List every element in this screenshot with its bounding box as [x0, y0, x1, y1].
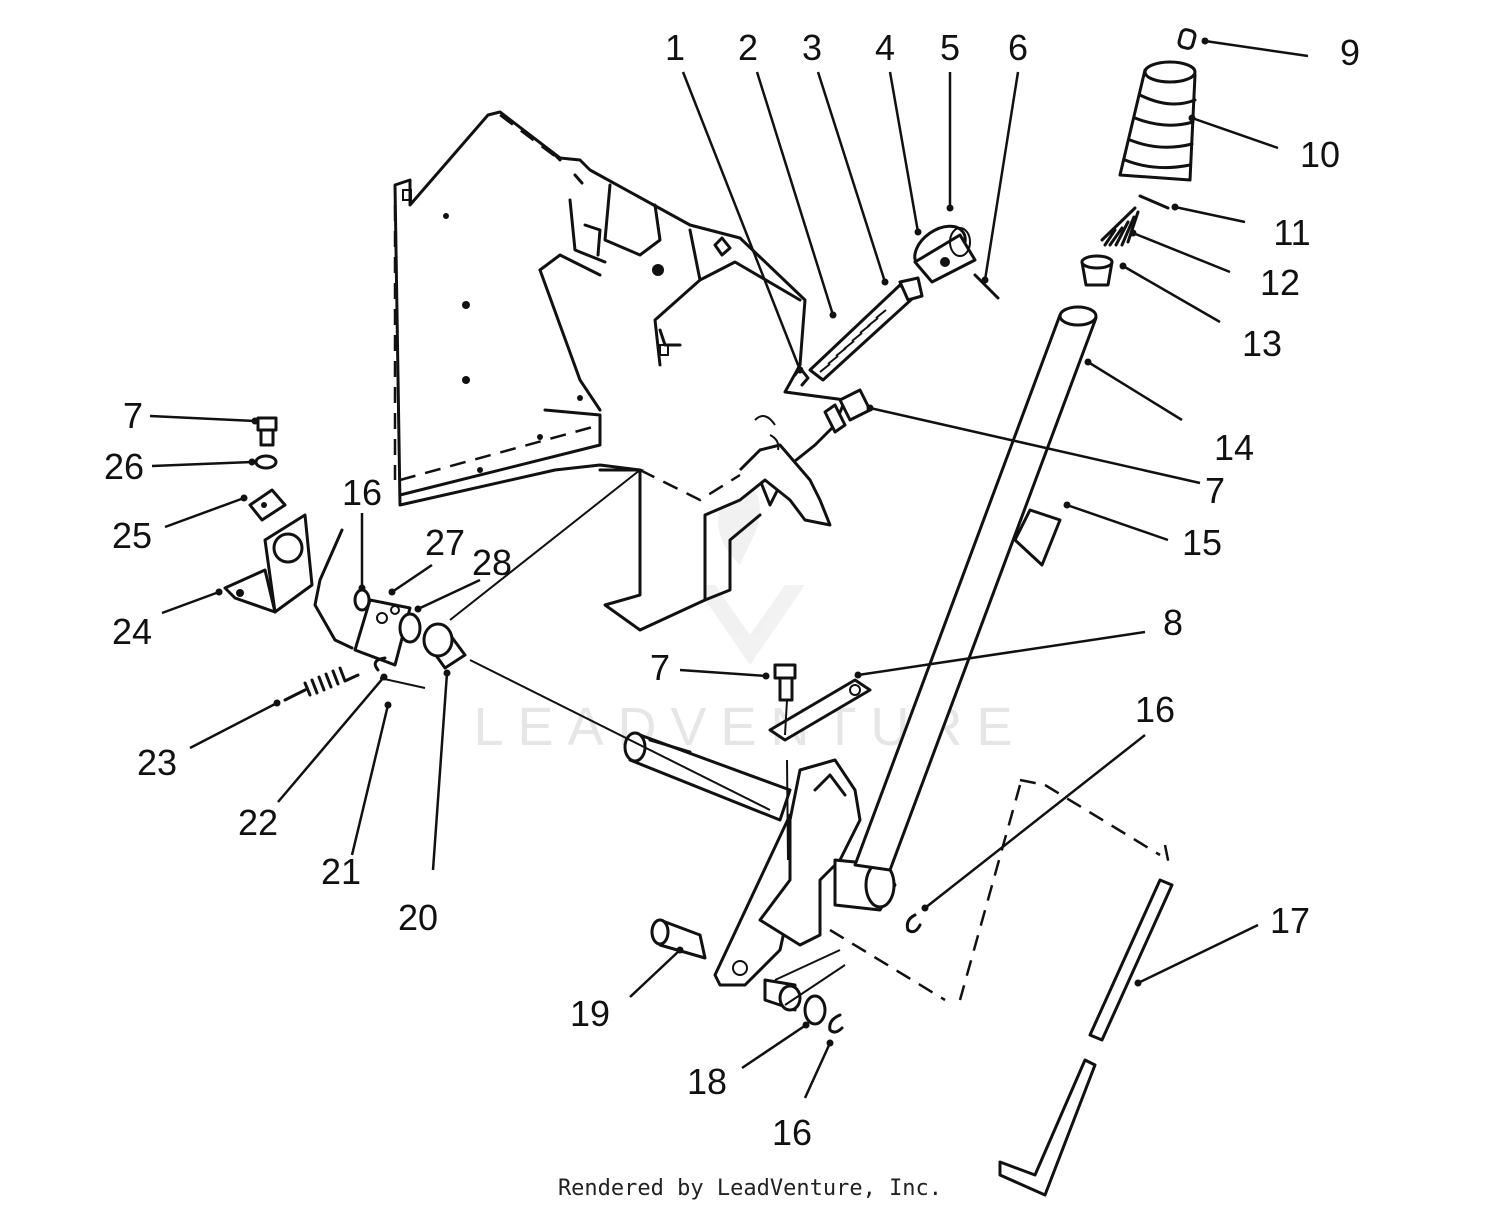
callout-13: 13 [1242, 323, 1282, 364]
plate-8 [768, 678, 872, 742]
roll-pin-upper [1138, 194, 1170, 210]
alignment-lines [379, 469, 1172, 1006]
threaded-rod [808, 276, 924, 382]
clip-16-lower [828, 1013, 844, 1034]
callout-1: 1 [665, 27, 685, 68]
small-plate [248, 488, 287, 522]
console-frame [393, 110, 847, 632]
callout-18: 18 [687, 1061, 727, 1102]
callout-25: 25 [112, 515, 152, 556]
bolt-bracket [823, 388, 872, 434]
callout-3: 3 [802, 27, 822, 68]
callout-labels: 1 2 3 4 5 6 7 8 9 10 11 12 13 14 15 16 1… [104, 27, 1360, 1153]
lever-plate [353, 598, 412, 667]
callout-17: 17 [1270, 900, 1310, 941]
callout-24: 24 [112, 611, 152, 652]
spring-23 [283, 666, 360, 702]
washer-28 [398, 612, 422, 644]
grip-cap [1177, 28, 1197, 50]
bolt-26 [256, 416, 278, 447]
lever-tube [853, 305, 1098, 872]
mount-bracket [223, 513, 314, 614]
callout-15: 15 [1182, 522, 1222, 563]
callout-14: 14 [1214, 427, 1254, 468]
callout-20: 20 [398, 897, 438, 938]
rod-17 [998, 878, 1174, 1197]
callout-28: 28 [472, 542, 512, 583]
callout-12: 12 [1260, 262, 1300, 303]
bolt-lower [773, 663, 797, 702]
callout-16-right: 16 [1135, 689, 1175, 730]
callout-7-top-left: 7 [123, 395, 143, 436]
pedal-arm-plate [713, 758, 897, 987]
callout-7-lower: 7 [650, 647, 670, 688]
callout-2: 2 [738, 27, 758, 68]
spring-upper [1100, 206, 1140, 247]
callout-4: 4 [875, 27, 895, 68]
callout-11: 11 [1273, 212, 1310, 253]
pin-19 [650, 918, 707, 960]
adjustment-knob [913, 224, 977, 284]
callout-21: 21 [321, 851, 361, 892]
callout-26: 26 [104, 446, 144, 487]
callout-8: 8 [1163, 602, 1183, 643]
callout-16-lower: 16 [772, 1112, 812, 1153]
washer-18 [803, 994, 827, 1026]
clip-22 [373, 656, 387, 672]
clip-16a [353, 588, 371, 612]
callout-23: 23 [137, 742, 177, 783]
callout-22: 22 [238, 802, 278, 843]
rod-27 [313, 528, 354, 650]
hand-grip [1118, 60, 1197, 182]
render-credit: Rendered by LeadVenture, Inc. [557, 1176, 943, 1201]
cotter-pin [973, 273, 1000, 300]
callout-7-bracket: 7 [1205, 470, 1225, 511]
bushing [1080, 254, 1114, 287]
clip-16-right [905, 913, 922, 934]
leader-lines [149, 37, 1309, 1099]
callout-5: 5 [940, 27, 960, 68]
washer-26 [254, 454, 278, 470]
callout-19: 19 [570, 993, 610, 1034]
callout-16-left: 16 [342, 472, 382, 513]
roller-lower [763, 978, 802, 1012]
callout-27: 27 [425, 522, 465, 563]
callout-10: 10 [1300, 134, 1340, 175]
callout-6: 6 [1008, 27, 1028, 68]
roller-20 [422, 622, 467, 670]
retaining-ring [949, 227, 971, 257]
sleeve [1013, 508, 1062, 567]
callout-9: 9 [1340, 32, 1360, 73]
